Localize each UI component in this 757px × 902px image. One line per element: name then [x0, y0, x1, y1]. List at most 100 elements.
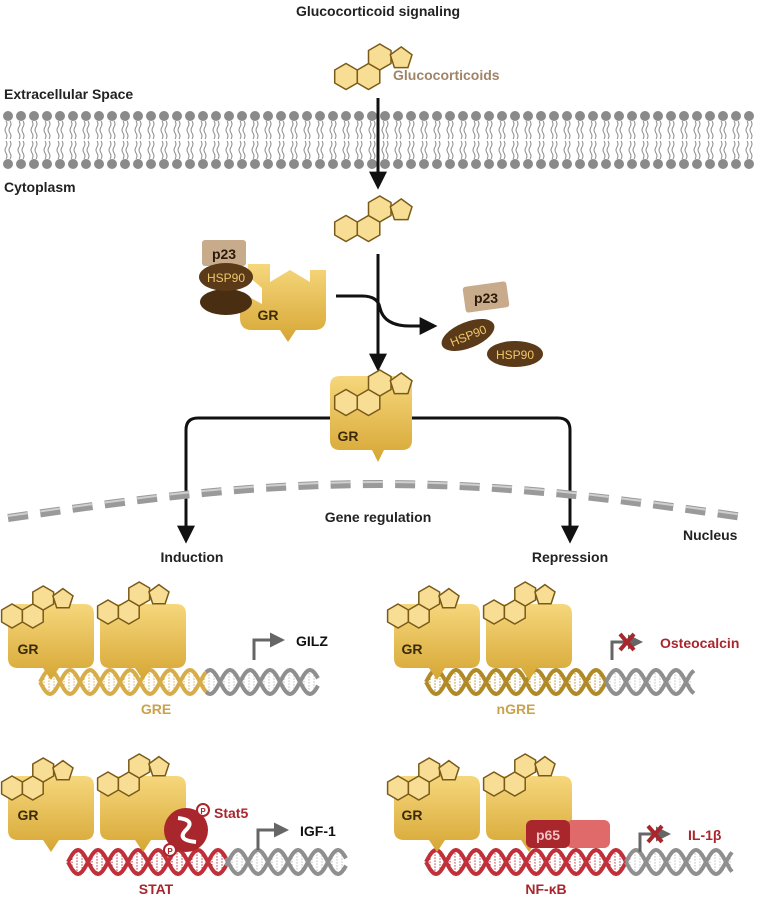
induction-label: Induction — [161, 549, 224, 565]
panel-ngre: GR Osteocalcin nGRE — [386, 581, 739, 717]
stat-gr-dimer — [0, 753, 186, 852]
released-chaperones: p23 HSP90 HSP90 — [441, 281, 543, 367]
nfkb-label: NF-κB — [525, 881, 566, 897]
steroid-ring-1 — [482, 599, 506, 625]
steroid-ring-1 — [333, 214, 359, 243]
steroid-ring-3 — [514, 753, 537, 779]
stat5-label: Stat5 — [214, 805, 248, 821]
ngre-gr-dimer — [386, 581, 572, 680]
released-p23-box — [462, 281, 510, 313]
steroid-ring-1 — [386, 603, 410, 629]
steroid-pentagon — [148, 755, 170, 777]
released-p23-label: p23 — [474, 290, 498, 306]
active-gr-label: GR — [338, 428, 359, 444]
steroid-pentagon — [389, 197, 413, 221]
cytoplasm-label: Cytoplasm — [4, 179, 76, 195]
gilz-label: GILZ — [296, 633, 328, 649]
il1b-block-x — [646, 824, 664, 844]
steroid-ring-1 — [0, 603, 24, 629]
osteocalcin-tss-arrow — [610, 634, 643, 660]
steroid-ring-3 — [367, 369, 392, 397]
induction-arrow — [177, 416, 330, 544]
il1b-tss-arrow — [638, 826, 671, 852]
gilz-tss-arrow — [252, 632, 285, 660]
gr-receptor-shape — [240, 264, 326, 342]
stat5-protein — [163, 803, 210, 857]
hsp90-lower — [200, 289, 252, 315]
steroid-pentagon — [148, 583, 170, 605]
released-hsp90-b — [487, 341, 543, 367]
panel-gre: GR GILZ GRE — [0, 581, 328, 717]
released-hsp90-b-label: HSP90 — [496, 348, 534, 362]
steroid-ring-1 — [333, 388, 359, 417]
steroid-ring-1 — [96, 599, 120, 625]
gene-regulation-label: Gene regulation — [325, 509, 432, 525]
steroid-ring-1 — [0, 775, 24, 801]
active-gr: GR — [330, 369, 413, 462]
steroid-pentagon — [389, 45, 413, 69]
steroid-pentagon — [534, 755, 556, 777]
stat-gr-label: GR — [18, 807, 39, 823]
glucocorticoids-label: Glucocorticoids — [393, 67, 500, 83]
nuclear-envelope — [7, 480, 739, 522]
steroid-ring-1 — [386, 775, 410, 801]
steroid-ring-1 — [96, 771, 120, 797]
steroid-ring-3 — [32, 757, 55, 783]
hsp90-upper — [199, 263, 253, 291]
steroid-ring-3 — [32, 585, 55, 611]
ngre-dna-helix — [424, 667, 696, 697]
released-hsp90-a — [441, 319, 495, 351]
inactive-gr-complex: p23 HSP90 GR — [199, 240, 326, 342]
steroid-pentagon — [438, 587, 460, 609]
nucleus-label: Nucleus — [683, 527, 738, 543]
steroid-ring-3 — [514, 581, 537, 607]
gre-dna-helix — [38, 667, 320, 697]
steroid-ring-1 — [482, 771, 506, 797]
steroid-ring-3 — [367, 43, 392, 71]
panel-stat: GR P P Stat5 IGF-1 STAT — [0, 753, 348, 897]
osteocalcin-label: Osteocalcin — [660, 635, 739, 651]
phospho-label-2: P — [167, 847, 173, 856]
gre-gr-label: GR — [18, 641, 39, 657]
repression-arrow — [412, 416, 579, 544]
repression-label: Repression — [532, 549, 608, 565]
diagram-title: Glucocorticoid signaling — [296, 3, 460, 19]
stat-label: STAT — [139, 881, 174, 897]
igf1-tss-arrow — [256, 822, 289, 850]
nfkb-dna-helix — [424, 847, 734, 877]
p65-label: p65 — [536, 827, 560, 843]
p50-box — [566, 820, 610, 848]
il1b-label: IL-1β — [688, 827, 722, 843]
extracellular-space-label: Extracellular Space — [4, 86, 133, 102]
phospho-label-1: P — [200, 807, 206, 816]
p23-label: p23 — [212, 246, 236, 262]
stat-dna-helix — [66, 847, 348, 877]
igf1-label: IGF-1 — [300, 823, 336, 839]
release-arrow — [336, 294, 438, 335]
hsp90-label: HSP90 — [207, 271, 245, 285]
steroid-ring-3 — [367, 195, 392, 223]
osteocalcin-block-x — [618, 632, 636, 652]
steroid-pentagon — [389, 371, 413, 395]
nfkb-gr-label: GR — [402, 807, 423, 823]
glucocorticoid-molecule — [333, 43, 413, 91]
steroid-pentagon — [52, 759, 74, 781]
steroid-ring-3 — [128, 581, 151, 607]
steroid-ring-3 — [128, 753, 151, 779]
panel-nfkb: GR p65 IL-1β NF-κB — [386, 753, 734, 897]
gr-label-complex: GR — [258, 307, 279, 323]
steroid-ring-1 — [333, 62, 359, 91]
p65-box — [526, 820, 570, 848]
gre-gr-dimer — [0, 581, 186, 680]
steroid-pentagon — [52, 587, 74, 609]
cytoplasmic-glucocorticoid-molecule — [333, 195, 413, 243]
ngre-label: nGRE — [497, 701, 536, 717]
p23-box — [202, 240, 246, 266]
steroid-ring-3 — [418, 757, 441, 783]
bound-glucocorticoid-molecule — [333, 369, 413, 417]
steroid-pentagon — [534, 583, 556, 605]
steroid-ring-3 — [418, 585, 441, 611]
steroid-pentagon — [438, 759, 460, 781]
ngre-gr-label: GR — [402, 641, 423, 657]
